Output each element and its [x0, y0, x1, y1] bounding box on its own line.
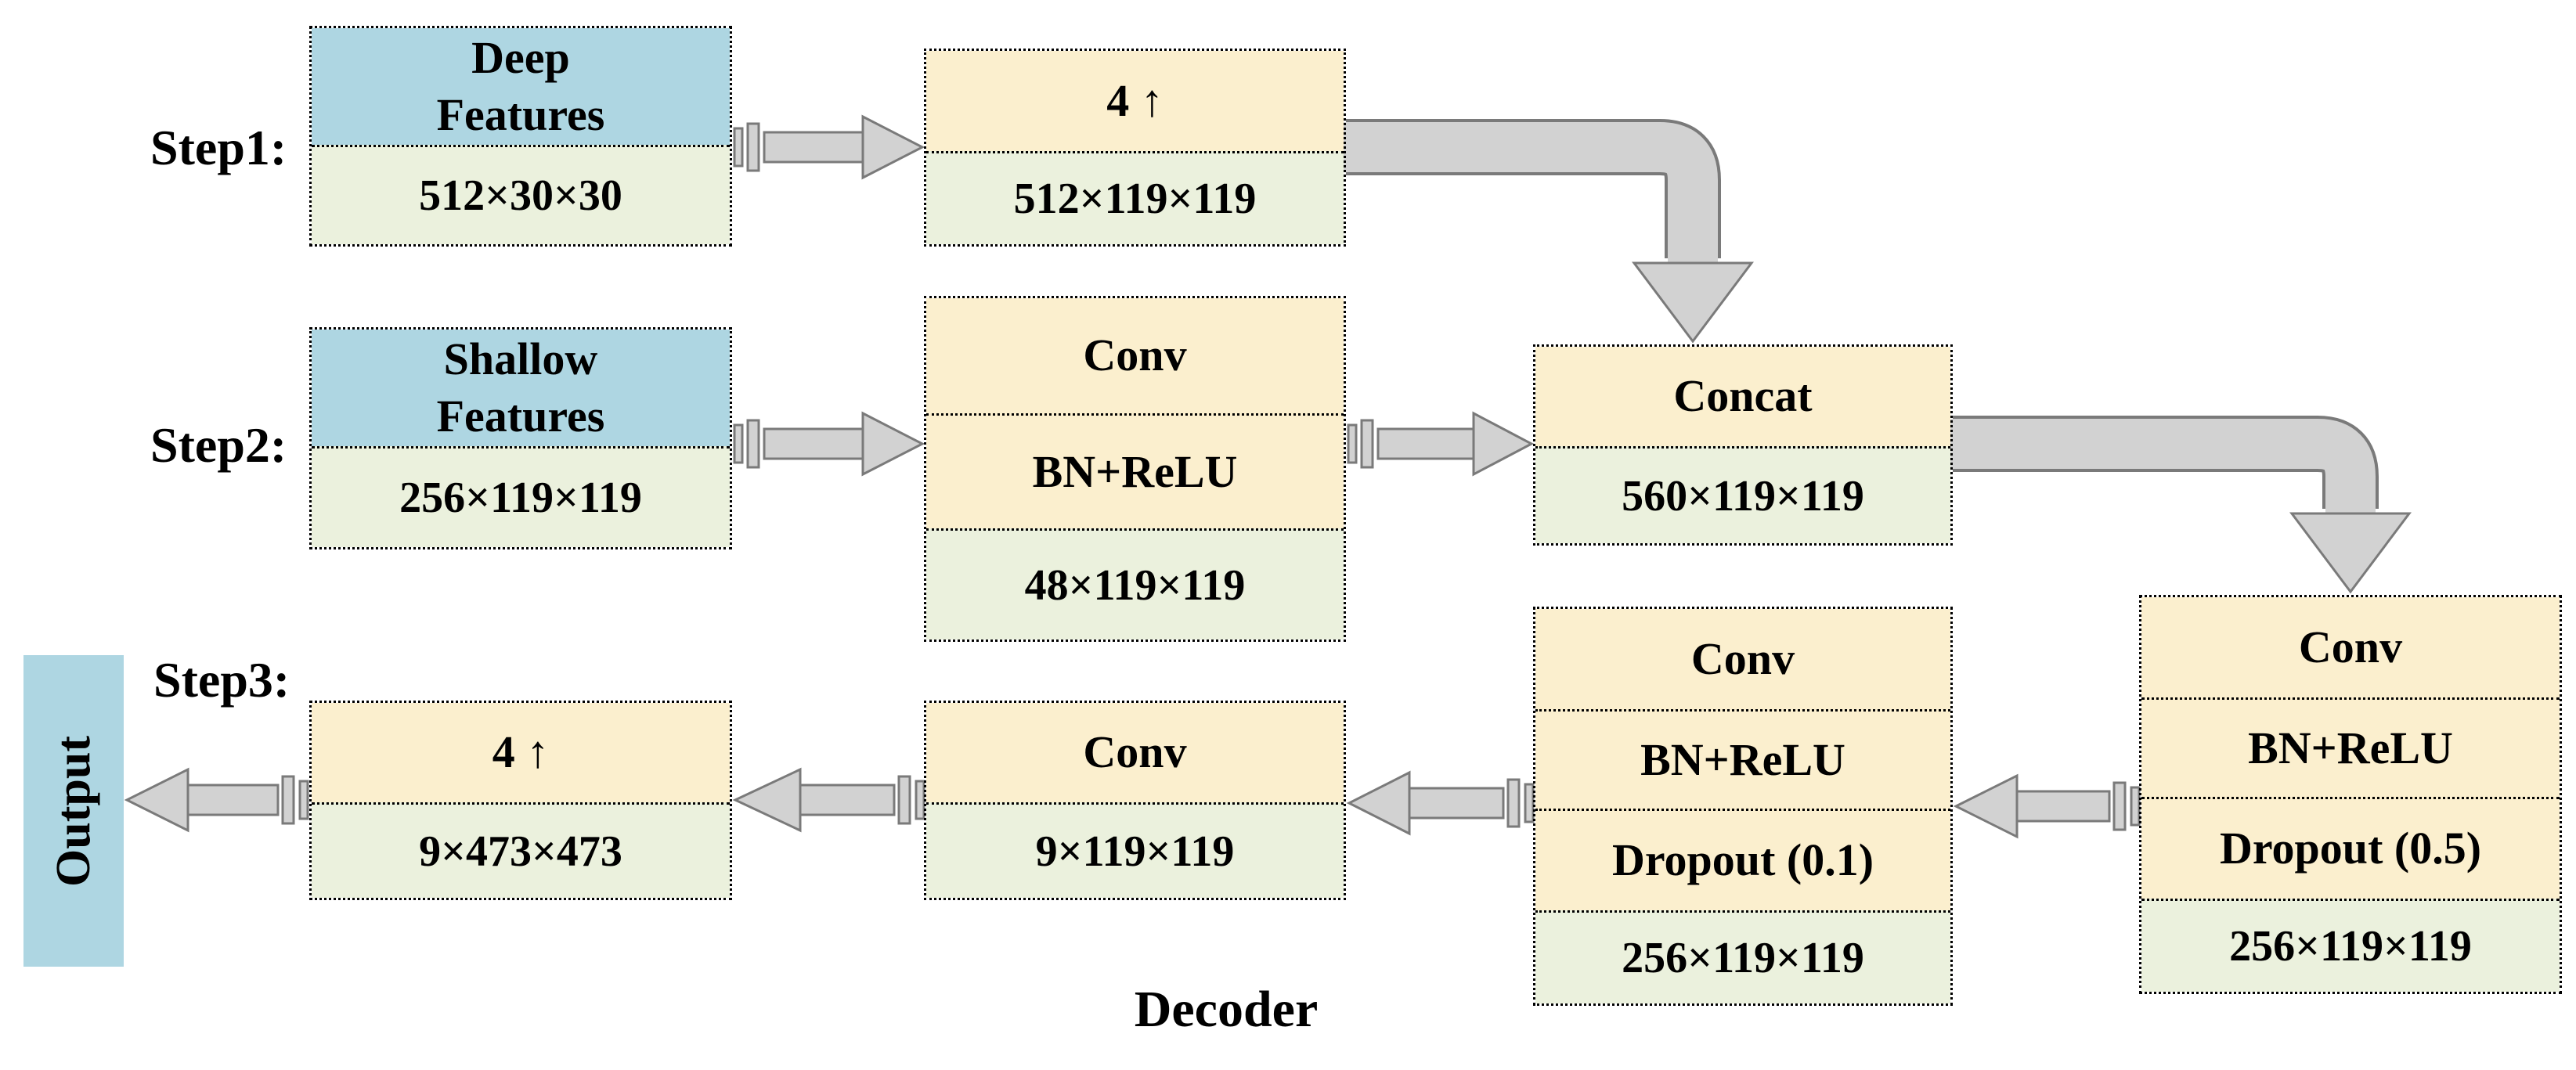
arrow-right-deep-to-upsample-icon	[733, 114, 925, 180]
arrow-right-conv-to-concat-icon	[1347, 411, 1535, 477]
dropout01-dim: 256×119×119	[1535, 910, 1950, 1003]
concat-title: Concat	[1535, 347, 1950, 446]
step3-label: Step3:	[153, 652, 290, 708]
dropout01-row-conv: Conv	[1535, 609, 1950, 709]
arrow-left-conv-to-upsample-icon	[732, 767, 925, 833]
concat-dim: 560×119×119	[1535, 446, 1950, 543]
box-conv-dropout-05: Conv BN+ReLU Dropout (0.5) 256×119×119	[2139, 595, 2562, 994]
dropout01-row-dropout: Dropout (0.1)	[1535, 809, 1950, 910]
dropout05-row-dropout: Dropout (0.5)	[2141, 797, 2560, 899]
deep-features-dim: 512×30×30	[312, 145, 730, 244]
step1-label: Step1:	[150, 120, 287, 175]
arrow-left-dropout01-to-conv-icon	[1346, 770, 1535, 836]
arrow-left-upsample-to-output-icon	[124, 767, 309, 833]
upsample-step3-dim: 9×473×473	[312, 802, 730, 898]
conv-bn-row-conv: Conv	[926, 298, 1344, 413]
decoder-caption: Decoder	[1134, 981, 1319, 1038]
upsample-step1-title: 4 ↑	[926, 51, 1344, 151]
dropout05-row-bnrelu: BN+ReLU	[2141, 697, 2560, 797]
conv-bn-dim: 48×119×119	[926, 528, 1344, 639]
dropout01-row-bnrelu: BN+ReLU	[1535, 709, 1950, 809]
step2-label: Step2:	[150, 417, 287, 473]
box-concat: Concat 560×119×119	[1533, 344, 1953, 546]
box-conv-bn-relu: Conv BN+ReLU 48×119×119	[924, 296, 1346, 642]
conv-output-title: Conv	[926, 703, 1344, 802]
upsample-step1-dim: 512×119×119	[926, 151, 1344, 244]
arrow-left-dropout05-to-dropout01-icon	[1953, 773, 2141, 839]
elbow-arrow-down-to-dropout05-icon	[1950, 416, 2412, 594]
box-conv-dropout-01: Conv BN+ReLU Dropout (0.1) 256×119×119	[1533, 607, 1953, 1006]
output-label: Output	[46, 735, 100, 887]
box-upsample-step3: 4 ↑ 9×473×473	[309, 701, 732, 900]
dropout05-dim: 256×119×119	[2141, 899, 2560, 992]
shallow-features-dim: 256×119×119	[312, 446, 730, 547]
box-upsample-step1: 4 ↑ 512×119×119	[924, 49, 1346, 247]
upsample-step3-title: 4 ↑	[312, 703, 730, 802]
arrow-right-shallow-to-conv-icon	[733, 411, 925, 477]
elbow-arrow-down-to-concat-icon	[1343, 119, 1754, 344]
dropout05-row-conv: Conv	[2141, 597, 2560, 697]
conv-bn-row-bnrelu: BN+ReLU	[926, 413, 1344, 528]
conv-output-dim: 9×119×119	[926, 802, 1344, 898]
box-output: Output	[23, 655, 124, 967]
box-conv-output: Conv 9×119×119	[924, 701, 1346, 900]
